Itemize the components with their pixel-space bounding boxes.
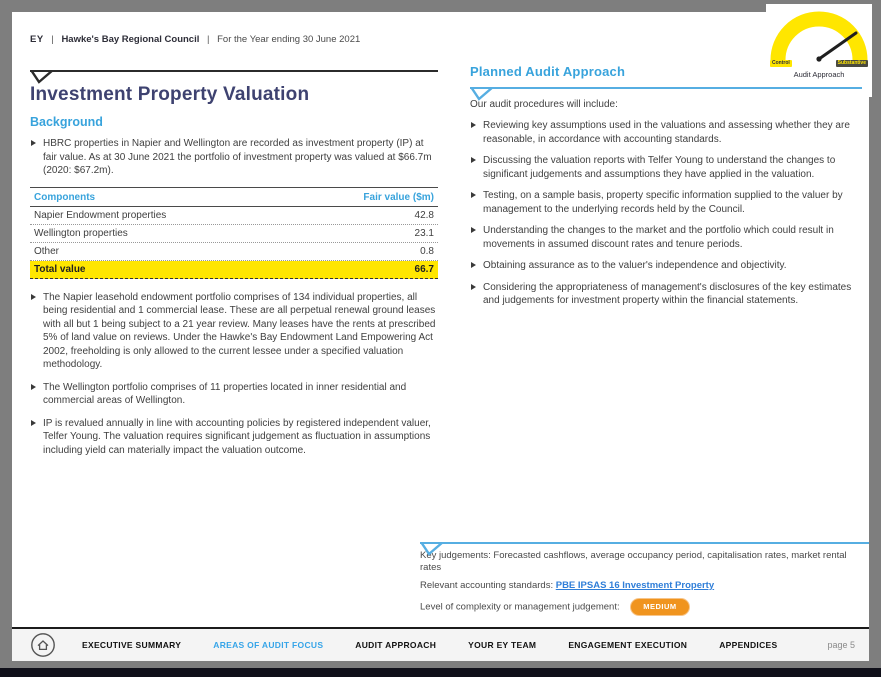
- total-label: Total value: [34, 263, 86, 275]
- procedures-intro: Our audit procedures will include:: [470, 99, 618, 110]
- procedures-list: Reviewing key assumptions used in the va…: [470, 119, 862, 308]
- row-value: 0.8: [420, 245, 434, 257]
- bullet-text: Considering the appropriateness of manag…: [483, 281, 852, 307]
- header-separator: |: [207, 34, 210, 45]
- list-item: The Wellington portfolio comprises of 11…: [30, 381, 438, 408]
- key-judgements-line: Key judgements: Forecasted cashflows, av…: [420, 550, 847, 573]
- bullet-arrow-icon: [471, 192, 476, 198]
- document-header: EY | Hawke's Bay Regional Council | For …: [30, 34, 360, 45]
- standards-line: Relevant accounting standards: PBE IPSAS…: [420, 580, 869, 592]
- nav-item-executive-summary[interactable]: EXECUTIVE SUMMARY: [82, 640, 182, 650]
- left-column: Investment Property Valuation Background…: [30, 70, 438, 466]
- bullet-arrow-icon: [471, 262, 476, 268]
- page-number: page 5: [827, 640, 855, 650]
- home-icon[interactable]: [30, 632, 56, 658]
- reporting-period: For the Year ending 30 June 2021: [217, 34, 361, 45]
- nav-item-audit-approach[interactable]: AUDIT APPROACH: [355, 640, 437, 650]
- accounting-standard-link[interactable]: PBE IPSAS 16 Investment Property: [555, 580, 715, 591]
- row-label: Other: [34, 245, 60, 257]
- gauge-dial-icon: [770, 11, 868, 62]
- table-row: Other 0.8: [30, 243, 438, 261]
- components-table: Components Fair value ($m) Napier Endowm…: [30, 186, 438, 279]
- bullet-text: Understanding the changes to the market …: [483, 225, 834, 250]
- table-row: Wellington properties 23.1: [30, 225, 438, 243]
- standards-prefix: Relevant accounting standards:: [420, 580, 556, 591]
- column-header-fair-value: Fair value ($m): [363, 191, 434, 203]
- row-value: 23.1: [414, 227, 434, 239]
- gauge-control-label: Control: [770, 60, 792, 67]
- complexity-line: Level of complexity or management judgem…: [420, 598, 869, 616]
- ey-logo-text: EY: [30, 34, 44, 45]
- list-item: HBRC properties in Napier and Wellington…: [30, 137, 438, 178]
- bullet-arrow-icon: [31, 419, 36, 426]
- bullet-arrow-icon: [471, 157, 476, 163]
- background-heading: Background: [30, 115, 103, 129]
- planned-audit-approach-heading: Planned Audit Approach: [470, 64, 626, 79]
- list-item: Considering the appropriateness of manag…: [470, 281, 862, 308]
- nav-item-engagement-execution[interactable]: ENGAGEMENT EXECUTION: [568, 640, 688, 650]
- bullet-arrow-icon: [471, 283, 476, 290]
- bullet-text: The Wellington portfolio comprises of 11…: [43, 381, 407, 407]
- audit-approach-gauge: Control Substantive Audit Approach: [766, 4, 872, 97]
- client-name: Hawke's Bay Regional Council: [61, 34, 200, 45]
- bullet-arrow-icon: [471, 227, 476, 233]
- bullet-arrow-icon: [31, 293, 36, 300]
- bullet-arrow-icon: [31, 383, 36, 390]
- gauge-labels: Control Substantive: [770, 60, 868, 67]
- background-detail-list: The Napier leasehold endowment portfolio…: [30, 291, 438, 458]
- report-slide: EY | Hawke's Bay Regional Council | For …: [12, 4, 872, 661]
- bullet-arrow-icon: [31, 140, 36, 146]
- complexity-medium-badge: MEDIUM: [630, 598, 690, 616]
- background-intro-list: HBRC properties in Napier and Wellington…: [30, 137, 438, 178]
- title-divider: [30, 70, 438, 84]
- checkmark-icon: [420, 542, 444, 556]
- list-item: Understanding the changes to the market …: [470, 224, 862, 251]
- list-item: IP is revalued annually in line with acc…: [30, 417, 438, 458]
- bullet-text: The Napier leasehold endowment portfolio…: [43, 291, 436, 371]
- table-total-row: Total value 66.7: [30, 260, 438, 279]
- facts-divider: [420, 542, 869, 556]
- bullet-text: Testing, on a sample basis, property spe…: [483, 190, 843, 215]
- checkmark-icon: [470, 87, 494, 101]
- list-item: The Napier leasehold endowment portfolio…: [30, 291, 438, 372]
- key-facts-box: Key judgements: Forecasted cashflows, av…: [420, 542, 869, 616]
- bullet-text: Discussing the valuation reports with Te…: [483, 155, 836, 180]
- gauge-substantive-label: Substantive: [835, 60, 868, 67]
- row-label: Napier Endowment properties: [34, 209, 167, 221]
- checkmark-icon: [30, 70, 54, 84]
- bullet-text: IP is revalued annually in line with acc…: [43, 417, 431, 456]
- list-item: Reviewing key assumptions used in the va…: [470, 119, 862, 146]
- viewer-bottom-bar: [0, 668, 881, 677]
- row-value: 42.8: [414, 209, 434, 221]
- row-label: Wellington properties: [34, 227, 128, 239]
- bullet-arrow-icon: [471, 122, 476, 128]
- right-column: Planned Audit Approach Our audit procedu…: [470, 64, 862, 316]
- nav-item-your-ey-team[interactable]: YOUR EY TEAM: [468, 640, 537, 650]
- list-item: Testing, on a sample basis, property spe…: [470, 189, 862, 216]
- bullet-text: Reviewing key assumptions used in the va…: [483, 120, 850, 145]
- nav-item-appendices[interactable]: APPENDICES: [719, 640, 778, 650]
- header-separator: |: [51, 34, 54, 45]
- bottom-navigation-bar: EXECUTIVE SUMMARY AREAS OF AUDIT FOCUS A…: [12, 627, 869, 661]
- table-header-row: Components Fair value ($m): [30, 188, 438, 207]
- heading-divider: [470, 87, 862, 101]
- complexity-prefix: Level of complexity or management judgem…: [420, 601, 620, 613]
- list-item: Discussing the valuation reports with Te…: [470, 154, 862, 181]
- bullet-text: Obtaining assurance as to the valuer's i…: [483, 260, 787, 271]
- nav-item-areas-of-audit-focus[interactable]: AREAS OF AUDIT FOCUS: [213, 640, 324, 650]
- column-header-components: Components: [34, 191, 96, 203]
- page-title: Investment Property Valuation: [30, 84, 310, 105]
- gauge-caption: Audit Approach: [793, 70, 845, 79]
- bullet-text: HBRC properties in Napier and Wellington…: [43, 138, 432, 176]
- total-value: 66.7: [414, 263, 434, 275]
- list-item: Obtaining assurance as to the valuer's i…: [470, 259, 862, 273]
- table-row: Napier Endowment properties 42.8: [30, 207, 438, 225]
